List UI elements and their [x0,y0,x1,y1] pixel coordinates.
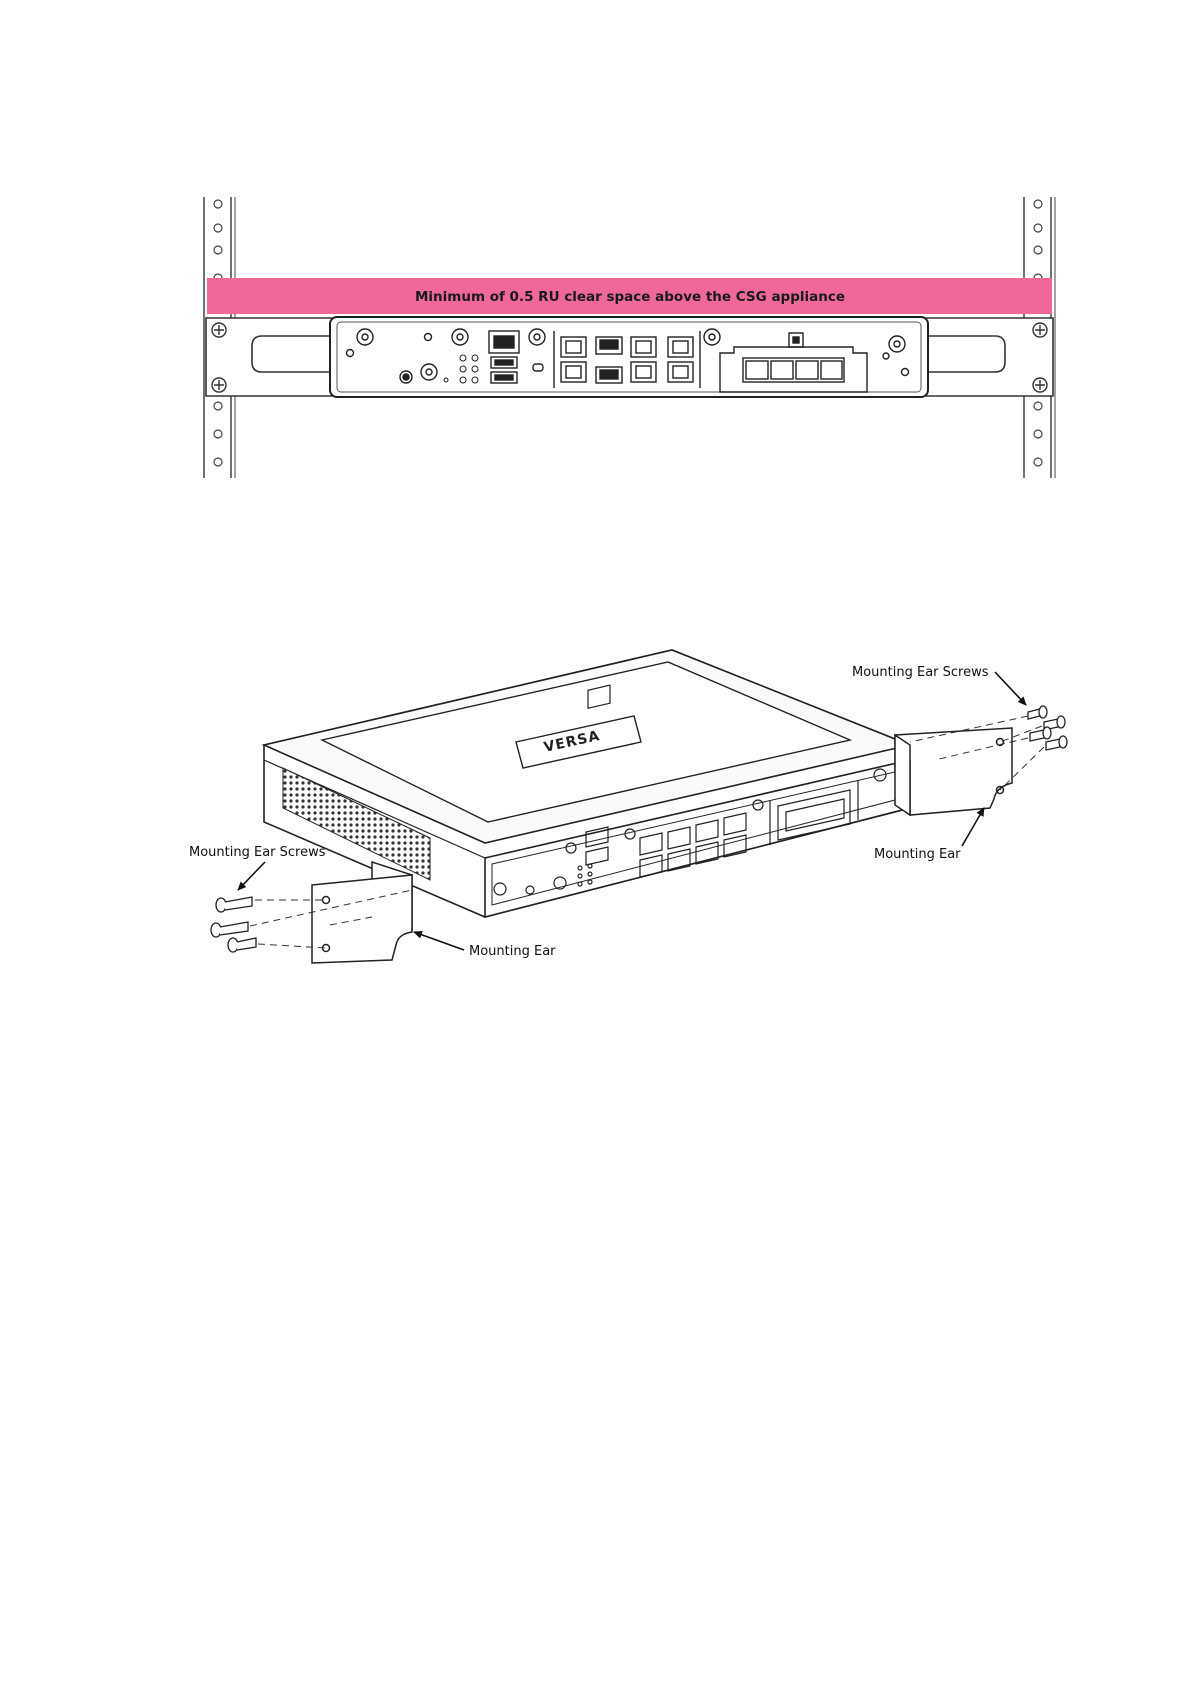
ear-screw-icon [212,323,226,337]
ear-screw-icon [1033,323,1047,337]
appliance-front-panel [330,317,928,397]
right-mounting-ear-screws [1028,706,1067,750]
screw-icon [1044,716,1065,730]
right-mounting-ear [895,728,1012,815]
versa-logo: VERSA [516,716,641,768]
screw-icon [1030,727,1051,741]
isometric-front-ports [494,685,886,895]
callout-ear-right: Mounting Ear [874,847,961,862]
clearance-label: Minimum of 0.5 RU clear space above the … [415,289,845,305]
ear-screw-icon [1033,378,1047,392]
right-rack-ear [925,318,1053,396]
left-rack-ear [206,318,332,396]
left-mounting-ear [312,862,412,963]
callout-screws-right: Mounting Ear Screws [852,665,989,680]
screw-icon [211,922,248,937]
appliance-isometric [264,650,910,917]
callout-ear-left: Mounting Ear [469,944,556,959]
screw-icon [216,897,252,912]
ear-screw-icon [212,378,226,392]
left-mounting-ear-screws [211,897,256,952]
screw-icon [228,938,256,952]
rack-front-diagram: Minimum of 0.5 RU clear space above the … [0,0,1190,500]
screw-icon [1046,736,1067,750]
screw-icon [1028,706,1047,719]
callout-screws-left: Mounting Ear Screws [189,845,326,860]
side-vent-grille [283,768,430,880]
brand-label: VERSA [542,728,601,756]
